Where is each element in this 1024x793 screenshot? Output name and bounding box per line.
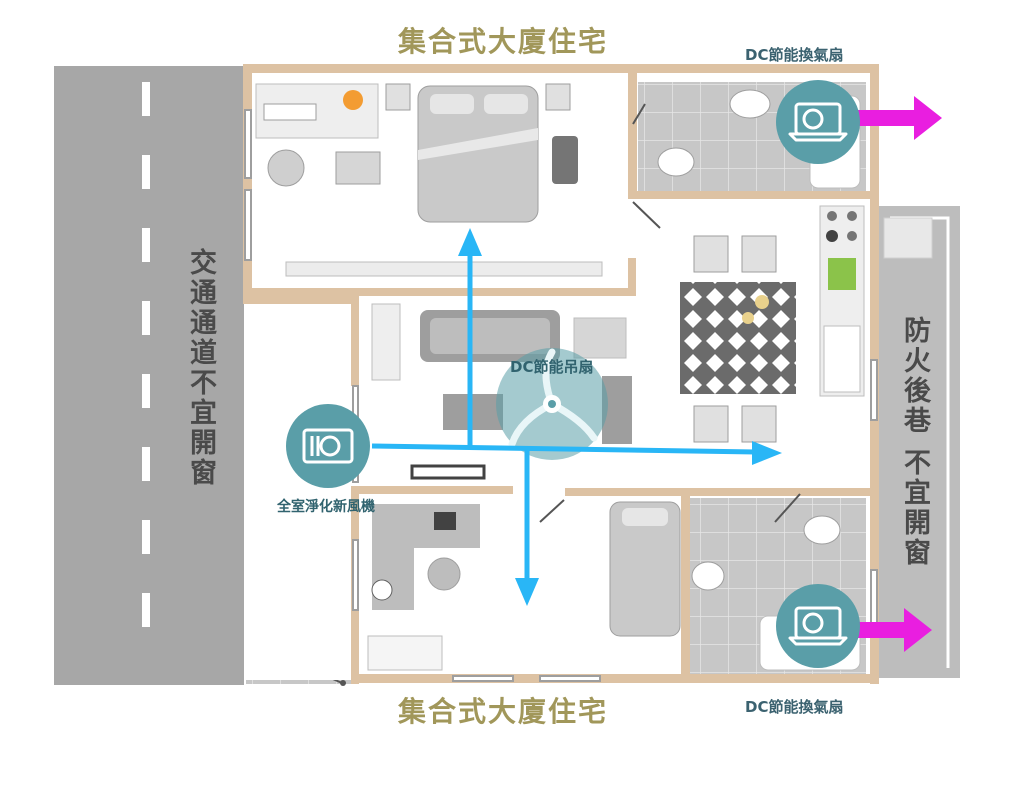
top-building-title: 集合式大廈住宅 [398, 25, 609, 58]
master-bedroom [255, 83, 603, 277]
kitchen [819, 205, 865, 397]
road-no-window-label: 交通通道不宜開窗 [185, 248, 216, 488]
exhaust-arrow-icon [856, 96, 942, 652]
exhaust-fan-icon [776, 80, 860, 164]
dining-area [680, 235, 796, 443]
door-lines [539, 103, 801, 523]
ceiling-fan-label: DC節能吊扇 [510, 358, 594, 376]
alley-no-window-label: 防火後巷 不宜開窗 [899, 316, 930, 569]
exhaust-fan-bottom-label: DC節能換氣扇 [745, 698, 844, 716]
single-bedroom [609, 501, 681, 637]
road [54, 66, 244, 685]
exhaust-fan-icon [776, 584, 860, 668]
airflow-arrows [371, 228, 782, 606]
air-purifier-icon [286, 404, 370, 488]
study-room [367, 504, 480, 671]
living-room [371, 303, 632, 480]
air-purifier-label: 全室淨化新風機 [277, 499, 375, 515]
fire-alley [876, 206, 960, 678]
bottom-building-title: 集合式大廈住宅 [398, 695, 609, 728]
ceiling-fan-icon [496, 348, 608, 460]
exhaust-fan-top-label: DC節能換氣扇 [745, 46, 844, 64]
